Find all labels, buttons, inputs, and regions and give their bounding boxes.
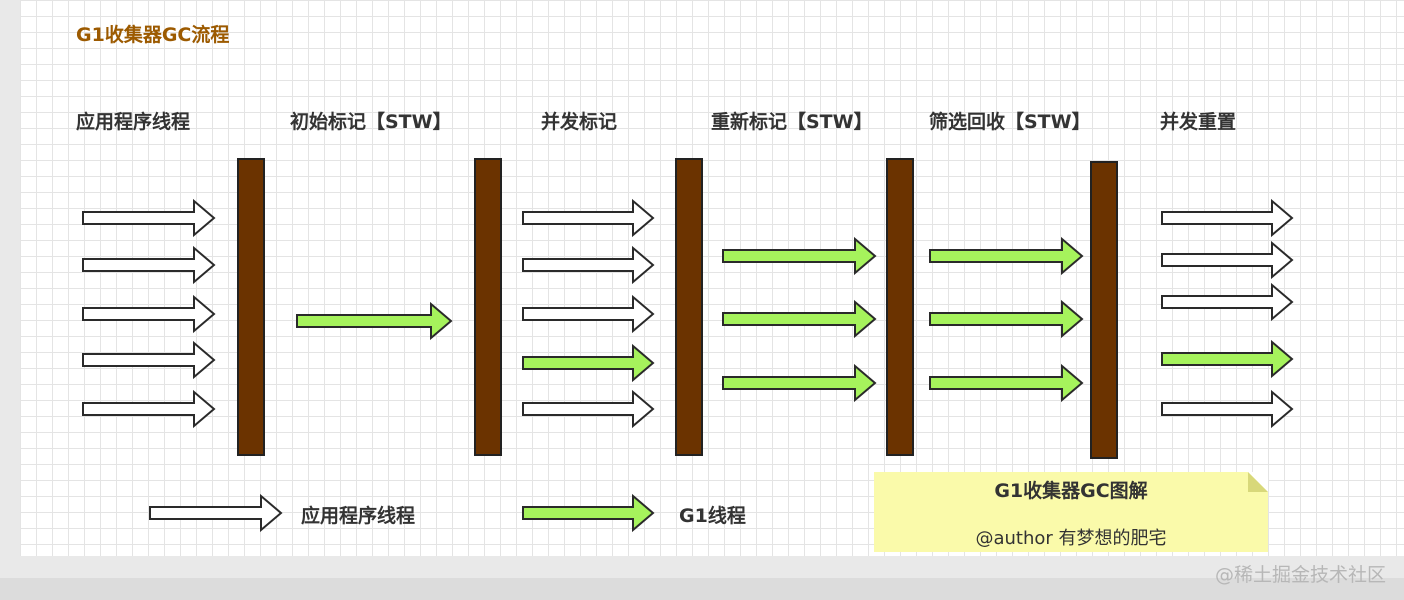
- phase-label-remark: 重新标记【STW】: [711, 111, 873, 133]
- app-thread-arrow: [82, 294, 216, 334]
- phase-label-initial-mark: 初始标记【STW】: [290, 111, 452, 133]
- stw-barrier-4: [886, 158, 914, 456]
- phase-label-concurrent-reset: 并发重置: [1160, 111, 1237, 133]
- note-title: G1收集器GC图解: [994, 480, 1148, 502]
- phase-label-cleanup: 筛选回收【STW】: [929, 111, 1091, 133]
- g1-thread-arrow: [722, 363, 877, 403]
- stw-barrier-1: [237, 158, 265, 456]
- g1-thread-arrow: [929, 363, 1084, 403]
- legend-g1-thread-arrow: [522, 493, 655, 533]
- bottom-band: [0, 578, 1404, 600]
- g1-thread-arrow: [722, 299, 877, 339]
- stw-barrier-2: [474, 158, 502, 456]
- stw-barrier-3: [675, 158, 703, 456]
- app-thread-arrow: [82, 245, 216, 285]
- legend-g1-thread-label: G1线程: [679, 505, 746, 527]
- stw-barrier-5: [1090, 161, 1118, 459]
- phase-label-app-threads: 应用程序线程: [76, 111, 191, 133]
- app-thread-arrow: [522, 245, 655, 285]
- diagram-title: G1收集器GC流程: [76, 24, 230, 46]
- diagram-canvas: [20, 0, 1404, 556]
- app-thread-arrow: [82, 389, 216, 429]
- app-thread-arrow: [1161, 198, 1294, 238]
- app-thread-arrow: [82, 340, 216, 380]
- g1-thread-arrow: [522, 343, 655, 383]
- app-thread-arrow: [522, 294, 655, 334]
- phase-label-concurrent-mark: 并发标记: [541, 111, 618, 133]
- note-fold-corner: [1248, 472, 1268, 492]
- g1-thread-arrow: [929, 236, 1084, 276]
- note-author: @author 有梦想的肥宅: [975, 528, 1167, 549]
- watermark: @稀土掘金技术社区: [1214, 564, 1386, 586]
- app-thread-arrow: [1161, 240, 1294, 280]
- app-thread-arrow: [522, 198, 655, 238]
- legend-app-thread-arrow: [149, 493, 283, 533]
- app-thread-arrow: [522, 389, 655, 429]
- g1-thread-arrow: [722, 236, 877, 276]
- g1-thread-arrow: [929, 299, 1084, 339]
- app-thread-arrow: [1161, 282, 1294, 322]
- g1-thread-arrow: [1161, 339, 1294, 379]
- legend-app-thread-label: 应用程序线程: [301, 505, 416, 527]
- g1-thread-arrow: [296, 301, 453, 341]
- app-thread-arrow: [1161, 389, 1294, 429]
- app-thread-arrow: [82, 198, 216, 238]
- sticky-note: G1收集器GC图解 @author 有梦想的肥宅: [874, 472, 1268, 552]
